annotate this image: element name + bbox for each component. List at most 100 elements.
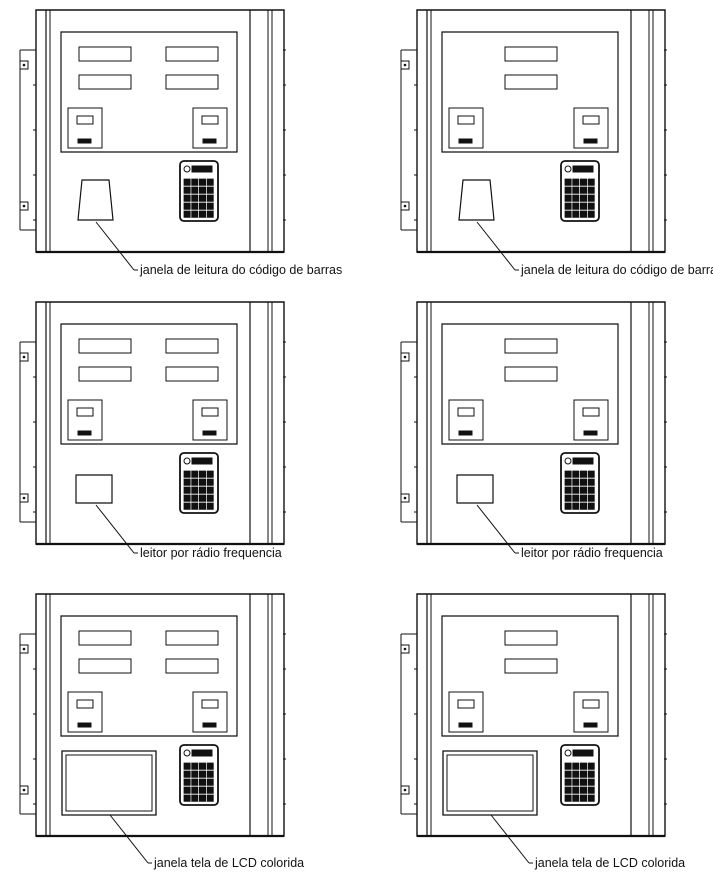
mounting-bolt (20, 494, 28, 502)
display-window (61, 324, 237, 444)
keypad-key (580, 771, 586, 777)
mounting-bolt (401, 494, 409, 502)
preset-module-display (458, 408, 474, 416)
keypad-key (199, 795, 205, 801)
keypad-display (573, 750, 593, 756)
preset-module-slot (584, 431, 597, 435)
keypad-key (580, 187, 586, 193)
keypad-key (573, 771, 579, 777)
keypad-key (573, 795, 579, 801)
preset-module-display (77, 700, 93, 708)
keypad-key (588, 495, 594, 501)
preset-module-slot (78, 723, 91, 727)
keypad-key (573, 211, 579, 217)
mounting-bolt (401, 645, 409, 653)
keypad-key (184, 487, 190, 493)
mounting-bolt (401, 202, 409, 210)
keypad-key (192, 179, 198, 185)
keypad-key (565, 787, 571, 793)
keypad-key (207, 787, 213, 793)
keypad-key (588, 795, 594, 801)
keypad-key (580, 179, 586, 185)
keypad-key (565, 195, 571, 201)
keypad (180, 453, 218, 513)
keypad-key (199, 179, 205, 185)
keypad-key (580, 203, 586, 209)
keypad-key (207, 187, 213, 193)
keypad-key (184, 211, 190, 217)
mounting-bolt (20, 786, 28, 794)
keypad-key (588, 203, 594, 209)
dispenser-panel-5: janela tela de LCD colorida (20, 594, 304, 870)
keypad-key (565, 179, 571, 185)
preset-module-slot (203, 723, 216, 727)
volume-display (166, 367, 218, 381)
keypad-key (207, 495, 213, 501)
preset-module (68, 400, 102, 440)
keypad-key (580, 211, 586, 217)
callout-leader (110, 815, 148, 863)
keypad-key (588, 187, 594, 193)
preset-module (574, 400, 608, 440)
preset-module (449, 400, 483, 440)
keypad-key (565, 795, 571, 801)
keypad-key (565, 771, 571, 777)
keypad-key (588, 787, 594, 793)
preset-module-slot (584, 723, 597, 727)
keypad-key (580, 503, 586, 509)
preset-module-slot (78, 431, 91, 435)
price-display (166, 47, 218, 61)
preset-module-display (583, 116, 599, 124)
keypad-key (573, 779, 579, 785)
keypad-key (588, 195, 594, 201)
preset-module-display (458, 700, 474, 708)
keypad-logo (564, 165, 572, 173)
preset-module (68, 692, 102, 732)
mounting-bolt (20, 202, 28, 210)
keypad-key (184, 787, 190, 793)
keypad-key (184, 179, 190, 185)
display-window (61, 32, 237, 152)
preset-module (574, 108, 608, 148)
keypad (561, 453, 599, 513)
keypad-key (184, 495, 190, 501)
dispenser-panel-6: janela tela de LCD colorida (401, 594, 685, 870)
callout-leader (477, 222, 515, 270)
keypad-key (565, 211, 571, 217)
keypad-key (580, 479, 586, 485)
callout-leader (96, 505, 134, 553)
lcd-screen-outer (443, 751, 537, 815)
keypad-key (565, 779, 571, 785)
keypad-key (199, 479, 205, 485)
keypad-key (192, 795, 198, 801)
keypad-key (588, 763, 594, 769)
volume-display (505, 659, 557, 673)
keypad-key (207, 779, 213, 785)
display-window (442, 324, 618, 444)
preset-module (574, 692, 608, 732)
dispenser-panel-2: janela de leitura do código de barras (401, 10, 713, 277)
keypad-key (199, 187, 205, 193)
price-display (166, 339, 218, 353)
keypad-key (573, 487, 579, 493)
keypad-key (192, 763, 198, 769)
keypad-key (588, 779, 594, 785)
keypad-key (207, 487, 213, 493)
keypad-key (199, 771, 205, 777)
keypad-key (184, 795, 190, 801)
keypad-key (207, 763, 213, 769)
display-window (61, 616, 237, 736)
keypad-key (573, 187, 579, 193)
keypad-key (573, 471, 579, 477)
price-display (79, 339, 131, 353)
keypad-key (573, 787, 579, 793)
keypad-key (199, 195, 205, 201)
preset-module-display (583, 408, 599, 416)
preset-module (449, 108, 483, 148)
keypad-key (207, 479, 213, 485)
rfid-reader (457, 475, 493, 503)
keypad-key (192, 195, 198, 201)
keypad-key (184, 771, 190, 777)
preset-module-display (458, 116, 474, 124)
